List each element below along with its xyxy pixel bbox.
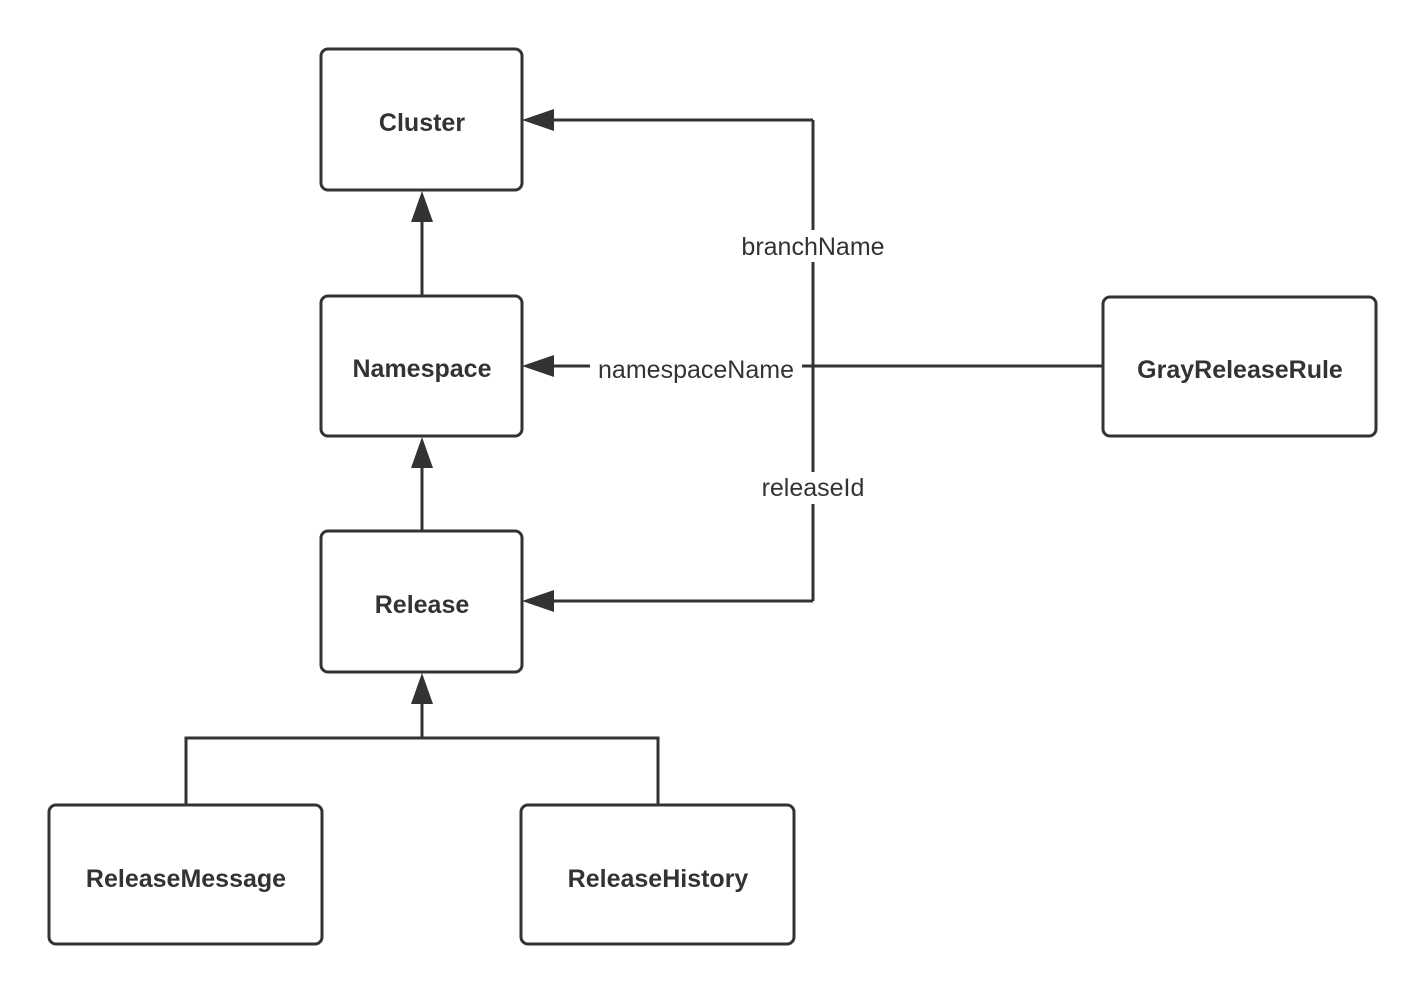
arrowhead-cluster-bottom: [411, 191, 433, 222]
edge-label-branchname: branchName: [735, 230, 891, 262]
node-gray-release-rule[interactable]: GrayReleaseRule: [1101, 295, 1378, 438]
node-cluster[interactable]: Cluster: [319, 47, 524, 192]
svg-text:branchName: branchName: [741, 233, 884, 261]
node-release[interactable]: Release: [319, 529, 524, 674]
node-namespace[interactable]: Namespace: [319, 294, 524, 438]
edge-children-bus: [184, 736, 660, 805]
node-release-label: Release: [375, 591, 470, 619]
node-cluster-label: Cluster: [379, 109, 465, 137]
svg-text:releaseId: releaseId: [762, 474, 865, 502]
edge-label-namespacename: namespaceName: [590, 352, 802, 384]
arrowhead-release-right: [522, 590, 554, 612]
node-release-message-label: ReleaseMessage: [86, 865, 286, 893]
node-release-history[interactable]: ReleaseHistory: [519, 803, 796, 946]
node-gray-release-rule-label: GrayReleaseRule: [1137, 356, 1343, 384]
arrowhead-cluster-right: [522, 109, 554, 131]
arrowhead-release-bottom: [411, 673, 433, 704]
node-release-history-label: ReleaseHistory: [568, 865, 749, 893]
arrowhead-namespace-bottom: [411, 437, 433, 468]
arrowhead-namespace-right: [522, 355, 554, 377]
node-namespace-label: Namespace: [353, 355, 492, 383]
node-release-message[interactable]: ReleaseMessage: [47, 803, 324, 946]
edge-label-releaseid: releaseId: [755, 472, 871, 504]
svg-text:namespaceName: namespaceName: [598, 356, 794, 384]
